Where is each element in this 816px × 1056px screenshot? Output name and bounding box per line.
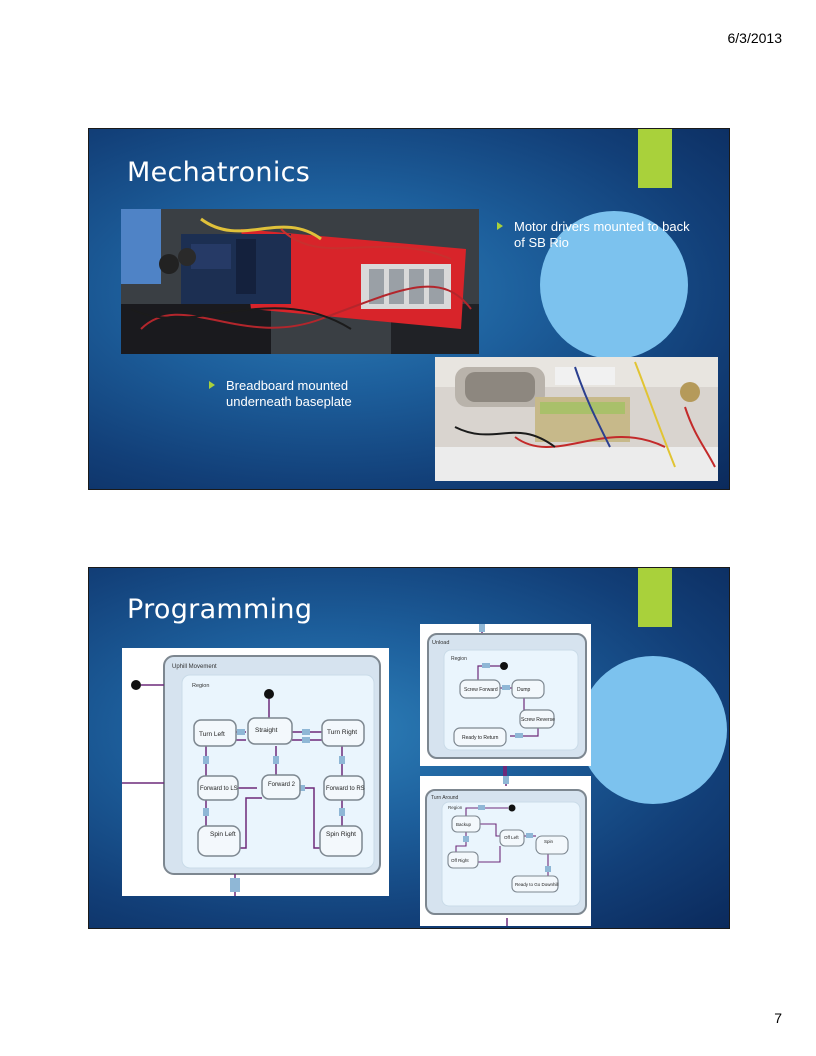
decorative-circle (540, 211, 688, 359)
state-spin-left: Spin Left (210, 831, 236, 838)
state-spin-right: Spin Right (326, 831, 356, 838)
state-ready-to-return: Ready to Return (462, 735, 499, 741)
state-off-right: Off Right (451, 858, 469, 863)
slide-title: Programming (127, 594, 313, 625)
state-screw-reverse: Screw Reverse (521, 717, 555, 723)
bullet-motor-drivers: Motor drivers mounted to back of SB Rio (497, 219, 697, 251)
state-ready-to-go-downhill: Ready to Go Downhill (515, 882, 559, 887)
state-forward-to-rs: Forward to RS (326, 786, 365, 792)
state-turn-left: Turn Left (199, 731, 225, 738)
accent-bar (638, 568, 672, 627)
state-turn-right: Turn Right (327, 729, 357, 736)
state-forward-2: Forward 2 (268, 782, 296, 788)
page-number: 7 (774, 1010, 782, 1026)
unload-region-label: Region (451, 656, 467, 662)
turnaround-outer-label: Turn Around (431, 795, 459, 801)
uphill-region-label: Region (192, 683, 209, 689)
state-backup: Backup (456, 822, 472, 827)
unload-diagram: Unload Region Screw Forw (420, 624, 591, 766)
bullet-arrow-icon (497, 222, 503, 230)
slide-mechatronics: Mechatronics Motor drivers mou (88, 128, 730, 490)
header-date: 6/3/2013 (727, 30, 783, 46)
state-dump: Dump (517, 687, 531, 693)
bullet-arrow-icon (209, 381, 215, 389)
turnaround-region-label: Region (448, 805, 463, 810)
state-straight: Straight (255, 727, 278, 734)
uphill-movement-diagram: Uphill Movement Region (122, 648, 389, 896)
uphill-outer-label: Uphill Movement (172, 664, 217, 670)
accent-bar (638, 129, 672, 188)
state-forward-to-ls: Forward to LS (200, 786, 238, 792)
unload-outer-label: Unload (432, 640, 449, 646)
bullet-breadboard: Breadboard mounted underneath baseplate (209, 378, 409, 410)
turn-around-diagram: Turn Around Region (420, 776, 591, 926)
breadboard-photo (435, 357, 718, 481)
decorative-circle (579, 656, 727, 804)
state-spin: Spin (544, 839, 554, 844)
state-off-left: Off Left (504, 835, 519, 840)
slide-programming: Programming Uphill Movement Region (88, 567, 730, 929)
motor-driver-photo (121, 209, 479, 354)
slide-title: Mechatronics (127, 157, 311, 188)
state-connector (503, 766, 507, 776)
state-screw-forward: Screw Forward (464, 687, 498, 693)
